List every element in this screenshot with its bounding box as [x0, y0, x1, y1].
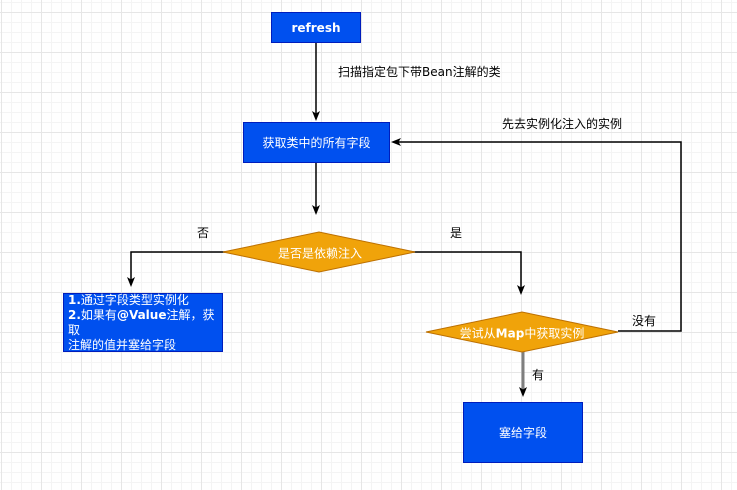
decision-is-dependency-shape[interactable] [222, 231, 416, 273]
decision-is-dependency-label: 是否是依赖注入 [277, 246, 363, 261]
node-instantiate-by-type[interactable]: 1.通过字段类型实例化 2.如果有@Value注解，获取 注解的值并塞给字段 [63, 293, 223, 352]
edge-no-branch [127, 251, 225, 287]
decision-try-map-shape[interactable] [425, 311, 619, 353]
edge-label-found: 有 [532, 368, 545, 382]
edge-label-yes: 是 [450, 226, 463, 240]
edge-yes-branch [413, 251, 525, 295]
decision-try-map-label: 尝试从Map中获取实例 [459, 326, 585, 341]
edge-label-scan: 扫描指定包下带Bean注解的类 [338, 65, 501, 79]
node-set-field[interactable]: 塞给字段 [463, 402, 583, 463]
edge-label-instantiate-first: 先去实例化注入的实例 [502, 117, 623, 131]
node-set-field-label: 塞给字段 [498, 426, 547, 440]
node-refresh-label: refresh [291, 20, 341, 35]
line-2: 2.如果有@Value注解，获取 [68, 307, 215, 337]
node-get-fields[interactable]: 获取类中的所有字段 [243, 122, 390, 163]
edge-not-found-loop [391, 138, 682, 332]
node-refresh[interactable]: refresh [271, 12, 361, 43]
value-annotation: @Value [116, 307, 167, 322]
node-get-fields-label: 获取类中的所有字段 [262, 136, 371, 150]
edge-label-not-found: 没有 [632, 314, 657, 328]
edge-label-no: 否 [197, 226, 210, 240]
node-instantiate-by-type-text: 1.通过字段类型实例化 2.如果有@Value注解，获取 注解的值并塞给字段 [68, 293, 218, 353]
line-1: 1.通过字段类型实例化 [68, 292, 189, 307]
line-3: 注解的值并塞给字段 [68, 337, 177, 352]
